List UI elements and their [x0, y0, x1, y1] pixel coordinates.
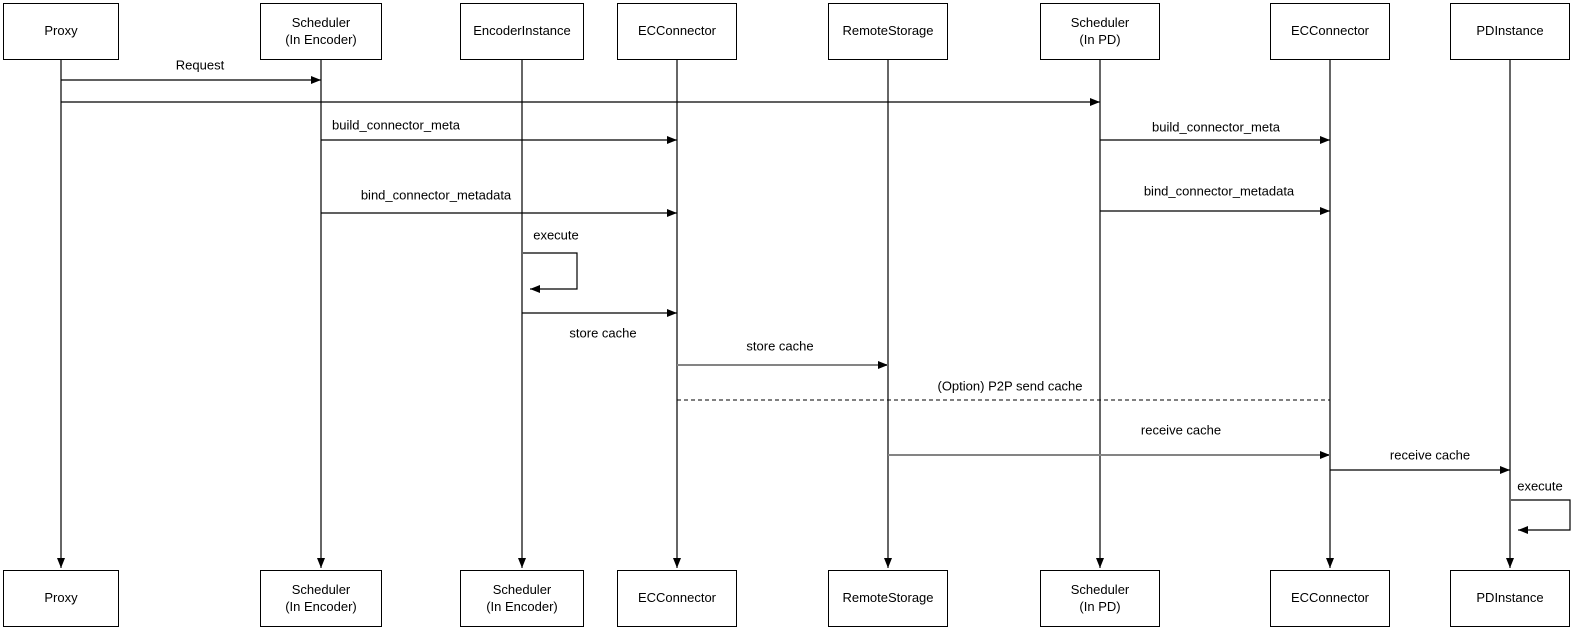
message-label-bind-connector-metadata-left: bind_connector_metadata [360, 187, 512, 203]
participant-box-proxy-top: Proxy [3, 3, 119, 60]
arrow-execute-encoder-self-loop [523, 252, 578, 293]
participant-box-scheduler-encoder-top: Scheduler (In Encoder) [260, 3, 382, 60]
message-label-bind-connector-metadata-right: bind_connector_metadata [1143, 183, 1295, 199]
participant-box-encoder-instance-top: EncoderInstance [460, 3, 584, 60]
participant-box-ec-connector-top: ECConnector [617, 3, 737, 60]
message-label-receive-cache-1: receive cache [1140, 422, 1222, 438]
participant-box-remote-storage-top: RemoteStorage [828, 3, 948, 60]
participant-box-proxy-bottom: Proxy [3, 570, 119, 627]
arrow-execute-pd-self-loop [1511, 499, 1571, 534]
message-label-store-cache-2: store cache [746, 338, 814, 354]
participant-box-ec-connector-pd-top: ECConnector [1270, 3, 1390, 60]
message-label-execute-encoder: execute [533, 227, 579, 243]
participant-box-pd-instance-top: PDInstance [1450, 3, 1570, 60]
participant-box-encoder-instance-bottom: Scheduler (In Encoder) [460, 570, 584, 627]
participant-box-scheduler-encoder-bottom: Scheduler (In Encoder) [260, 570, 382, 627]
message-label-p2p-send-cache: (Option) P2P send cache [937, 378, 1083, 394]
participant-box-ec-connector-bottom: ECConnector [617, 570, 737, 627]
message-label-build-connector-meta-right: build_connector_meta [1152, 119, 1280, 135]
message-label-execute-pd: execute [1517, 478, 1563, 494]
participant-box-scheduler-pd-top: Scheduler (In PD) [1040, 3, 1160, 60]
participant-box-pd-instance-bottom: PDInstance [1450, 570, 1570, 627]
message-label-request: Request [175, 57, 225, 73]
message-label-store-cache-1: store cache [569, 325, 637, 341]
participant-box-remote-storage-bottom: RemoteStorage [828, 570, 948, 627]
message-label-receive-cache-2: receive cache [1389, 447, 1471, 463]
participant-box-ec-connector-pd-bottom: ECConnector [1270, 570, 1390, 627]
participant-box-scheduler-pd-bottom: Scheduler (In PD) [1040, 570, 1160, 627]
message-label-build-connector-meta-left: build_connector_meta [332, 117, 460, 133]
